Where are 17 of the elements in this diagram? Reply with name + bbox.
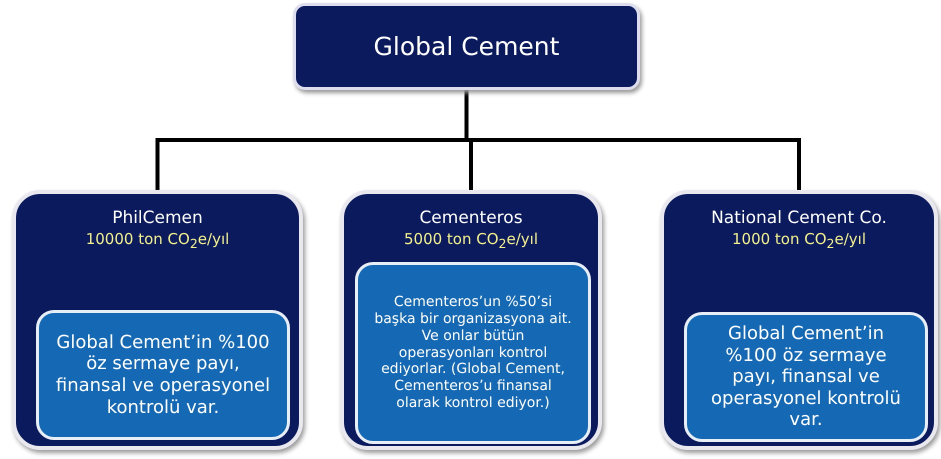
subsidiary-box (660, 190, 938, 450)
company-name: Global Cement (374, 30, 560, 62)
note-box (36, 310, 290, 440)
company-name: Cementeros (419, 208, 523, 230)
emission-value: 10000 ton CO$_{2}$e/yıl (86, 229, 230, 253)
company-name: National Cement Co. (711, 208, 887, 230)
note-text: Global Cement’in %100 öz sermaye payı, finansal ve operasyonel kontrolü var. (54, 332, 272, 418)
emission-value: 5000 ton CO$_{2}$e/yıl (404, 229, 538, 253)
note-text: Cementeros’un %50’si başka bir organizasyona ait. Ve onlar bütün operasyonları kontrol ediyorlar. (Global Cement, Cementeros’u finansal olarak kontrol ediyor.) (373, 294, 573, 412)
emission-value: 1000 ton CO$_{2}$e/yıl (732, 229, 866, 253)
subsidiary-box (340, 190, 602, 450)
company-name: PhilCemen (112, 208, 203, 230)
subsidiary-box (12, 190, 303, 450)
note-box (355, 262, 591, 444)
organization-box (293, 3, 640, 90)
note-box (684, 312, 928, 442)
note-text: Global Cement’in %100 öz sermaye payı, finansal ve operasyonel kontrolü var. (710, 323, 902, 431)
